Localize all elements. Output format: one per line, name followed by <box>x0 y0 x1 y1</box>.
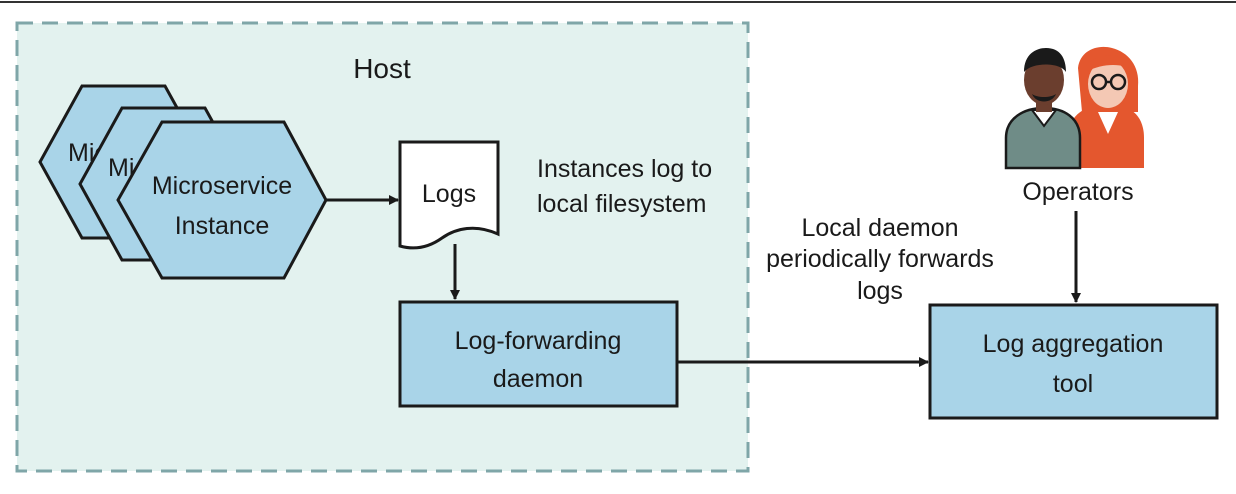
forwarder-label-line1: Log-forwarding <box>455 327 622 355</box>
instances-annotation-line2: local filesystem <box>537 190 707 218</box>
daemon-annotation-line3: logs <box>857 277 903 305</box>
logs-document: Logs <box>398 140 500 250</box>
log-forwarding-daemon-box: Log-forwarding daemon <box>398 300 679 408</box>
operators-icon: Operators <box>1004 46 1144 206</box>
microservice-label-line2: Instance <box>175 212 270 240</box>
logs-label: Logs <box>422 180 476 208</box>
microservice-label-line1: Microservice <box>152 172 292 200</box>
daemon-annotation-line1: Local daemon <box>801 214 958 242</box>
daemon-annotation-line2: periodically forwards <box>766 245 994 273</box>
operators-label: Operators <box>1022 178 1133 206</box>
log-aggregation-tool-box: Log aggregation tool <box>928 303 1219 420</box>
instances-annotation-line1: Instances log to <box>537 155 712 183</box>
microservice-instance-front: Microservice Instance <box>116 120 328 280</box>
forwarder-label-line2: daemon <box>493 365 583 393</box>
host-title: Host <box>353 53 411 84</box>
aggregator-label-line2: tool <box>1053 370 1093 398</box>
aggregator-label-line1: Log aggregation <box>983 330 1164 358</box>
